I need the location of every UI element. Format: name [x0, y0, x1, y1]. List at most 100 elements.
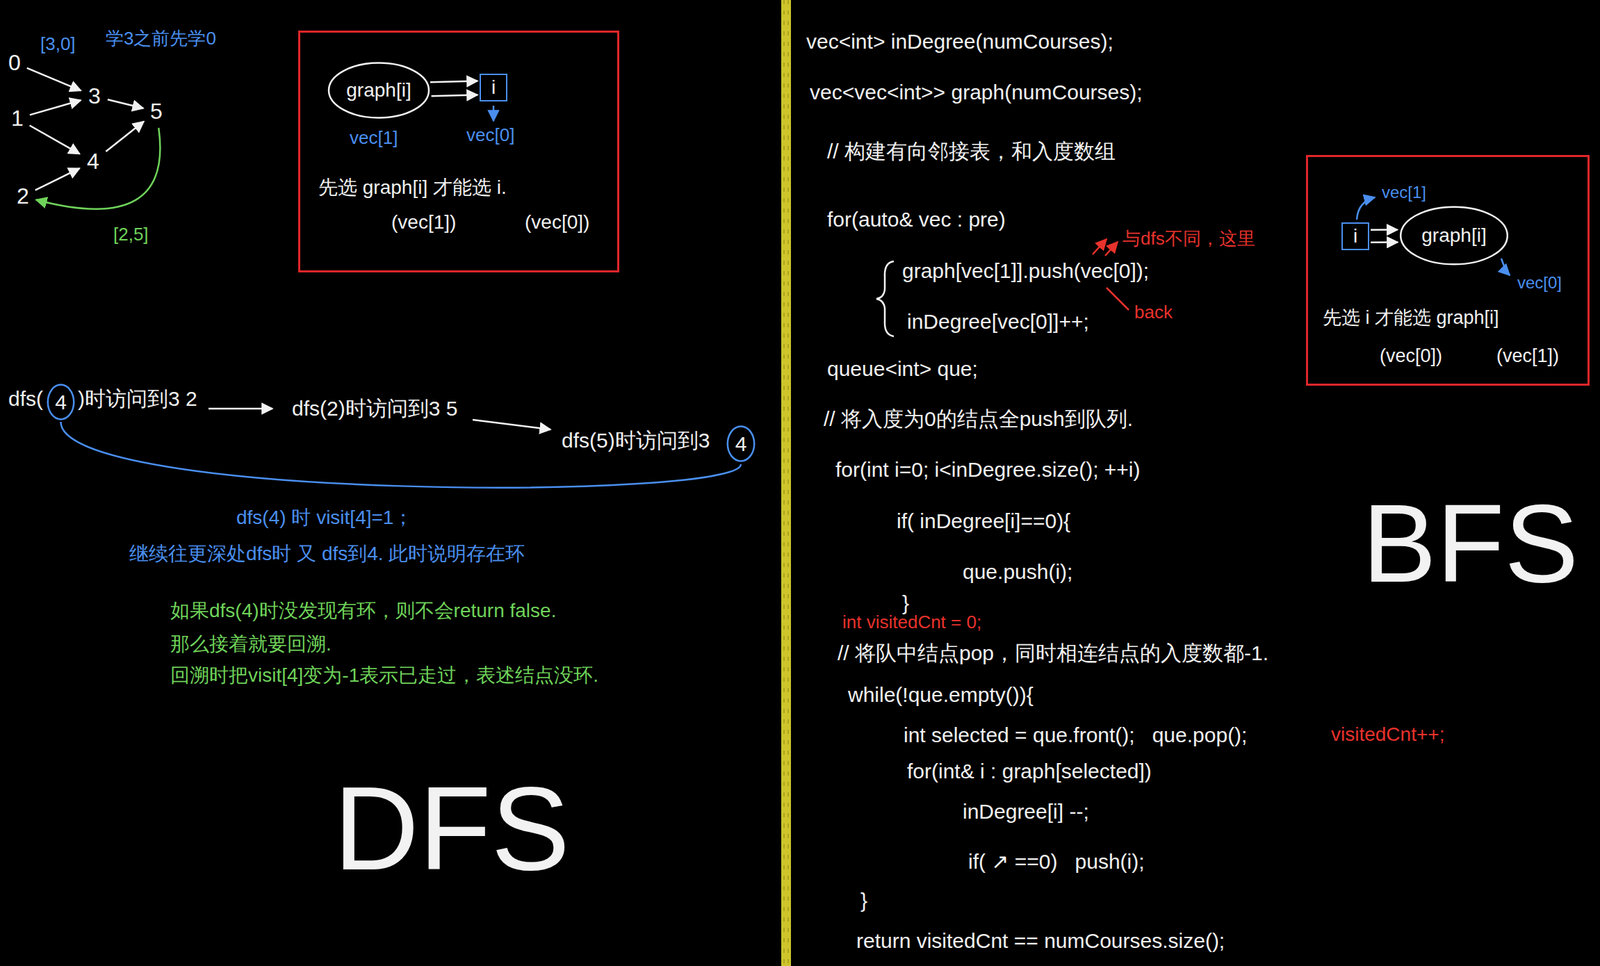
- frame-text: (vec[0]): [1379, 345, 1443, 367]
- code-line-holder: // 将队中结点pop，同时相连结点的入度数都-1.: [837, 640, 1269, 666]
- circle-shape: [47, 385, 74, 420]
- code-line-holder: graph[vec[1]].push(vec[0]);: [902, 258, 1149, 284]
- frame-text: 先选 i 才能选 graph[i]: [1322, 307, 1500, 329]
- node-label: i: [491, 75, 496, 100]
- graph-vertex: 3: [83, 82, 106, 111]
- node-label: 5: [150, 98, 163, 125]
- code-line-holder: inDegree[i] --;: [962, 799, 1090, 825]
- frame-text-holder: 先选 i 才能选 graph[i]: [1322, 306, 1500, 329]
- note-arrow: [1105, 241, 1118, 256]
- section-title-holder: BFS: [1362, 479, 1579, 608]
- code-line-holder: // 构建有向邻接表，和入度数组: [827, 139, 1116, 165]
- node-label: 4: [86, 148, 100, 175]
- circle-shape: [1400, 207, 1508, 265]
- frame-text-holder: vec[0]: [466, 124, 515, 146]
- code-line-holder: for(int& i : graph[selected]): [907, 758, 1152, 785]
- code-line-holder: if( inDegree[i]==0){: [896, 508, 1071, 534]
- code-line-holder: for(auto& vec : pre): [827, 207, 1006, 233]
- node-text-area: 4: [82, 147, 105, 176]
- frame-text: (vec[0]): [524, 211, 590, 233]
- connector: [105, 121, 144, 152]
- code-line-holder: inDegree[vec[0]]++;: [907, 309, 1090, 335]
- note-text: [3,0]: [40, 33, 76, 55]
- note-arrow: [1092, 239, 1107, 255]
- note-text-holder: dfs(4) 时 visit[4]=1；: [236, 505, 413, 530]
- frame-text-holder: vec[1]: [349, 127, 398, 149]
- note-text-holder: int visitedCnt = 0;: [842, 611, 982, 634]
- code-line: while(!que.empty()){: [847, 683, 1034, 707]
- code-line-holder: return visitedCnt == numCourses.size();: [856, 928, 1225, 954]
- section-title: DFS: [333, 762, 570, 895]
- frame-text: 先选 graph[i] 才能选 i.: [318, 176, 507, 199]
- divider-texture: [784, 0, 789, 966]
- code-line-holder: }: [860, 888, 868, 914]
- frame-text: (vec[1]): [1496, 345, 1559, 367]
- index-box: i: [479, 73, 508, 102]
- connector: [107, 99, 144, 109]
- note-frame: vec[1]vec[0]先选 i 才能选 graph[i](vec[0])(ve…: [1305, 154, 1590, 386]
- circle-shape: [727, 426, 755, 462]
- connector: [1370, 241, 1398, 244]
- code-line: que.push(i);: [962, 560, 1073, 584]
- circle-node: graph[i]: [1398, 205, 1510, 267]
- node-label: graph[i]: [346, 78, 411, 103]
- back-mark: [1106, 287, 1129, 310]
- note-text-holder: )时访问到3 2: [77, 386, 198, 412]
- connector: [431, 95, 478, 97]
- code-line: inDegree[i] --;: [962, 800, 1090, 823]
- connector: [60, 421, 741, 488]
- note-text-holder: 如果dfs(4)时没发现有环，则不会return false.: [170, 599, 557, 623]
- frame-text-holder: (vec[1]): [1496, 344, 1559, 367]
- code-line: int selected = que.front(); que.pop();: [903, 723, 1247, 747]
- code-line: for(int i=0; i<inDegree.size(); ++i): [835, 458, 1141, 481]
- code-line-holder: // 将入度为0的结点全push到队列.: [823, 406, 1133, 432]
- connector: [1370, 228, 1398, 231]
- node-label: 0: [8, 49, 21, 76]
- connector: [27, 68, 82, 91]
- note-text-holder: 继续往更深处dfs时 又 dfs到4. 此时说明存在环: [129, 542, 525, 566]
- node-label: 4: [54, 389, 67, 415]
- note-text: 那么接着就要回溯.: [170, 633, 332, 655]
- frame-text: vec[0]: [1517, 273, 1562, 292]
- node-text-area: i: [1342, 223, 1368, 249]
- frame-text-holder: (vec[1]): [391, 210, 456, 235]
- divider-bar: [781, 0, 791, 966]
- code-line: for(int& i : graph[selected]): [907, 759, 1152, 783]
- node-text-area: 4: [47, 383, 75, 421]
- code-line: graph[vec[1]].push(vec[0]);: [902, 259, 1149, 283]
- node-label: 4: [735, 431, 748, 457]
- code-line-holder: vec<int> inDegree(numCourses);: [806, 29, 1114, 55]
- note-frame: vec[1] vec[0] 先选 graph[i] 才能选 i. (vec[1]) (v…: [298, 30, 620, 273]
- graph-vertex: 2: [12, 182, 34, 211]
- circle-shape: [328, 63, 429, 119]
- flow-arrow: [208, 407, 273, 411]
- note-text: back: [1134, 301, 1173, 323]
- node-label: i: [1353, 224, 1358, 249]
- note-text: )时访问到3 2: [77, 387, 198, 411]
- note-text: 如果dfs(4)时没发现有环，则不会return false.: [170, 599, 557, 622]
- code-line: for(auto& vec : pre): [827, 207, 1006, 231]
- node-text-area: 2: [12, 182, 34, 211]
- leader-arrow: [492, 105, 495, 121]
- code-line: // 将队中结点pop，同时相连结点的入度数都-1.: [837, 641, 1269, 665]
- note-text-holder: dfs(5)时访问到3: [561, 428, 710, 454]
- note-text: dfs(5)时访问到3: [561, 428, 710, 452]
- node-text-area: i: [480, 75, 506, 101]
- note-text-holder: 那么接着就要回溯.: [170, 632, 332, 657]
- code-line-holder: vec<vec<int>> graph(numCourses);: [809, 79, 1143, 105]
- code-line: // 构建有向邻接表，和入度数组: [827, 139, 1116, 163]
- node-text-area: 3: [83, 82, 106, 111]
- note-text: dfs(: [8, 387, 44, 411]
- code-line: // 将入度为0的结点全push到队列.: [823, 407, 1133, 431]
- leader-arrow: [1356, 197, 1375, 220]
- note-text-holder: visitedCnt++;: [1331, 722, 1445, 747]
- node-text-area: graph[i]: [1398, 205, 1510, 267]
- code-line: vec<vec<int>> graph(numCourses);: [809, 80, 1143, 104]
- code-line-holder: int selected = que.front(); que.pop();: [903, 722, 1247, 748]
- note-text: 学3之前先学0: [105, 27, 217, 49]
- code-line-holder: queue<int> que;: [827, 356, 978, 382]
- edge-label: [2,5]: [111, 223, 151, 245]
- code-line: vec<int> inDegree(numCourses);: [806, 29, 1114, 53]
